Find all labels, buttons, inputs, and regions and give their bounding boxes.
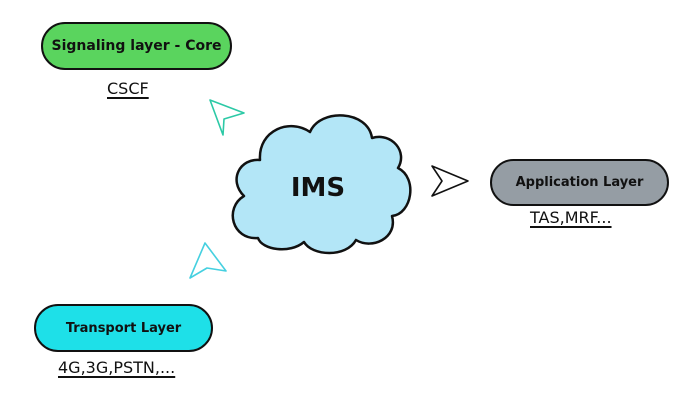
application-layer-node: Application Layer <box>490 159 669 206</box>
application-layer-sub: TAS,MRF... <box>530 208 612 227</box>
signaling-layer-sub: CSCF <box>107 79 149 98</box>
ims-cloud: IMS <box>231 114 412 255</box>
transport-layer-node: Transport Layer <box>34 304 213 352</box>
application-layer-title: Application Layer <box>515 175 644 190</box>
transport-layer-sub: 4G,3G,PSTN,... <box>58 358 176 377</box>
transport-layer-title: Transport Layer <box>65 320 182 336</box>
signaling-layer-title: Signaling layer - Core <box>51 38 222 54</box>
cloud-icon <box>231 114 412 255</box>
ims-label: IMS <box>291 173 345 203</box>
arrow-pointer-icon <box>189 242 227 279</box>
arrow-pointer-icon <box>209 99 245 136</box>
arrow-pointer-icon <box>431 165 469 197</box>
signaling-layer-node: Signaling layer - Core <box>41 22 232 70</box>
